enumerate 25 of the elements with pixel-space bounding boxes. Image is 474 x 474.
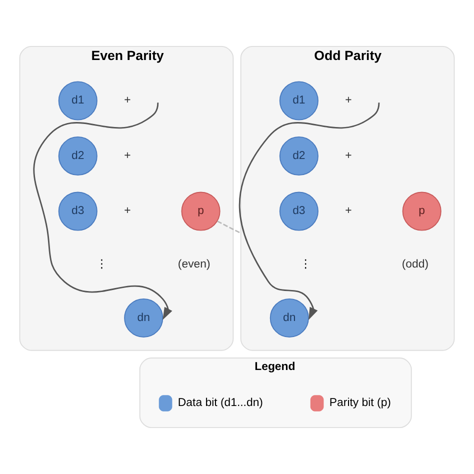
node-circle: d1 bbox=[279, 81, 318, 120]
node-circle: p bbox=[181, 192, 220, 231]
arrow bbox=[33, 102, 172, 320]
node-circle: d1 bbox=[58, 81, 98, 120]
node-label: + bbox=[124, 205, 131, 218]
node-circle: d2 bbox=[279, 136, 318, 176]
node-label: + bbox=[345, 205, 352, 218]
node-label: (even) bbox=[178, 258, 210, 271]
node-circle: d2 bbox=[58, 136, 98, 176]
label: ⋮ bbox=[96, 256, 108, 271]
arrow bbox=[238, 102, 380, 320]
node-label: + bbox=[345, 150, 352, 162]
connector bbox=[217, 220, 242, 234]
node-label: + bbox=[345, 94, 352, 107]
node-circle: d3 bbox=[58, 192, 98, 231]
legend-label: Parity bit (p) bbox=[329, 397, 392, 410]
node-circle: d3 bbox=[279, 192, 318, 231]
legend-label: Data bit (d1...dn) bbox=[178, 397, 264, 410]
node-label: (odd) bbox=[402, 258, 429, 271]
node-label: + bbox=[124, 150, 131, 162]
node-circle: dn bbox=[124, 298, 164, 338]
label: ⋮ bbox=[300, 256, 312, 271]
node-circle: dn bbox=[270, 298, 309, 338]
node-label: + bbox=[124, 94, 131, 107]
node-circle: p bbox=[402, 192, 442, 231]
